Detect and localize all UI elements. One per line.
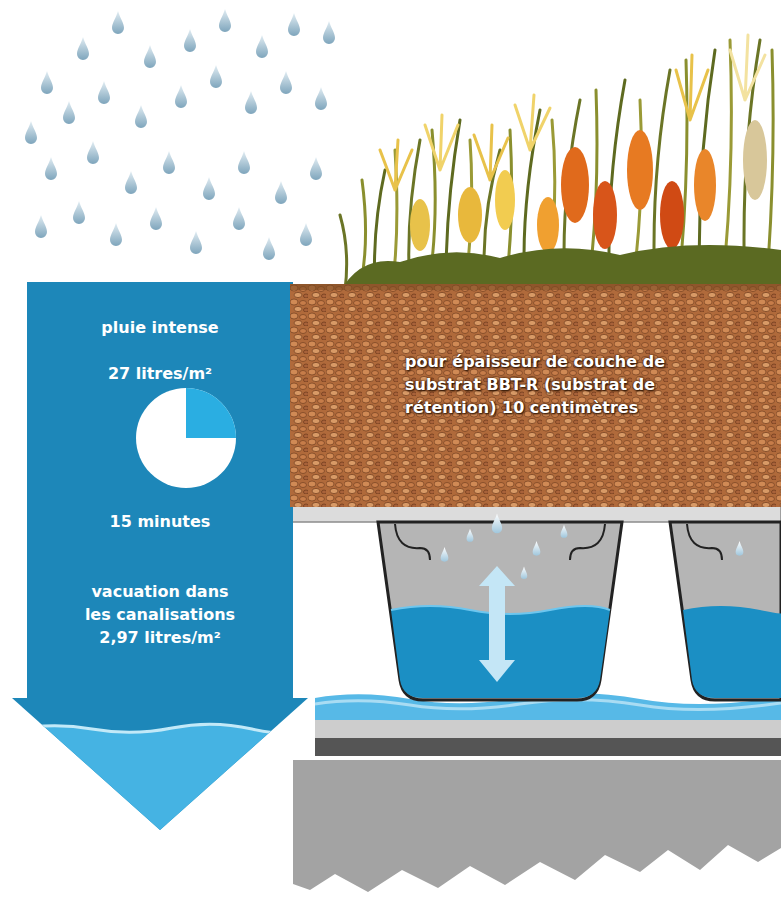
rain-drop	[238, 151, 250, 174]
rain-drop	[98, 81, 110, 104]
rain-drop	[275, 181, 287, 204]
rain-drops	[25, 9, 335, 260]
grass-plume	[380, 140, 412, 190]
cup-lip	[570, 524, 605, 560]
yellow-plume	[458, 187, 482, 243]
pie-chart	[136, 388, 236, 488]
rain-drop	[45, 157, 57, 180]
yellow-plume	[495, 170, 515, 230]
rain-drop	[263, 237, 275, 260]
retention-cup	[378, 522, 781, 700]
orange-plume	[537, 197, 559, 253]
orange-plume	[694, 149, 716, 221]
seep-drop	[736, 541, 744, 556]
rain-drop	[110, 223, 122, 246]
rain-drop	[184, 29, 196, 52]
arrow-band	[27, 282, 293, 699]
rain-drop	[310, 157, 322, 180]
rain-drop	[112, 11, 124, 34]
substrate-layer: pour épaisseur de couche de substrat BBT…	[290, 284, 781, 507]
level-double-arrow	[479, 566, 515, 682]
cup-lip	[395, 524, 430, 560]
rain-drop	[256, 35, 268, 58]
rain-drop	[73, 201, 85, 224]
filter-strip	[290, 506, 781, 522]
rain-drop	[63, 101, 75, 124]
rain-drop	[219, 9, 231, 32]
rain-label: pluie intense	[27, 316, 293, 339]
rain-drop	[144, 45, 156, 68]
rain-drop	[25, 121, 37, 144]
rain-drop	[315, 87, 327, 110]
grass-plume	[425, 115, 458, 170]
rain-drop	[125, 171, 137, 194]
seep-drop	[441, 547, 449, 562]
soil-top-edge	[290, 284, 781, 290]
rain-drop	[323, 21, 335, 44]
seep-drop	[521, 567, 528, 579]
discharge-label: vacuation dans les canalisations 2,97 li…	[76, 580, 244, 649]
pie-slice	[186, 388, 236, 438]
seep-drop	[492, 514, 502, 534]
rain-drop	[245, 91, 257, 114]
protection-mat	[315, 720, 781, 738]
seep-drop	[533, 541, 541, 556]
seep-drop	[561, 525, 568, 538]
cup-body	[378, 522, 622, 700]
waterproofing	[315, 738, 781, 756]
rain-drop	[203, 177, 215, 200]
cup-water	[683, 606, 781, 698]
rain-drop	[300, 223, 312, 246]
rain-drop	[150, 207, 162, 230]
grass-plume	[730, 35, 765, 100]
yellow-plume	[410, 199, 430, 251]
rain-amount: 27 litres/m²	[27, 362, 293, 385]
flower-plumes	[340, 120, 781, 292]
rain-drop	[41, 71, 53, 94]
soil-shape	[290, 284, 781, 507]
rain-drop	[175, 85, 187, 108]
grass-blade	[340, 215, 347, 290]
orange-plume	[627, 130, 653, 210]
rain-drop	[190, 231, 202, 254]
seep-drops	[441, 514, 744, 579]
rain-drop	[210, 65, 222, 88]
separator	[315, 756, 781, 760]
grass-plume	[676, 55, 708, 120]
rain-drop	[163, 151, 175, 174]
rain-drop	[280, 71, 292, 94]
orange-plume	[593, 181, 617, 249]
rain-drop	[87, 141, 99, 164]
arrow-water-fill	[12, 724, 308, 832]
concrete-slab	[293, 760, 781, 892]
cream-plume	[743, 120, 767, 200]
rain-drop	[135, 105, 147, 128]
arrow-water-wave	[12, 724, 308, 733]
substrate-note: pour épaisseur de couche de substrat BBT…	[405, 350, 667, 419]
soil-texture	[290, 284, 781, 507]
rain-drop	[288, 13, 300, 36]
rain-drop	[35, 215, 47, 238]
orange-plume	[561, 147, 589, 223]
grass-plume	[515, 95, 550, 150]
rain-drop	[233, 207, 245, 230]
duration: 15 minutes	[27, 510, 293, 533]
rain-drop	[77, 37, 89, 60]
runoff-arrow: pluie intense 27 litres/m² 15 minutes vacua…	[12, 282, 308, 832]
seep-drop	[467, 529, 474, 542]
orange-plume	[660, 181, 684, 249]
arrow-water	[12, 724, 308, 832]
cup-lip	[687, 524, 722, 560]
